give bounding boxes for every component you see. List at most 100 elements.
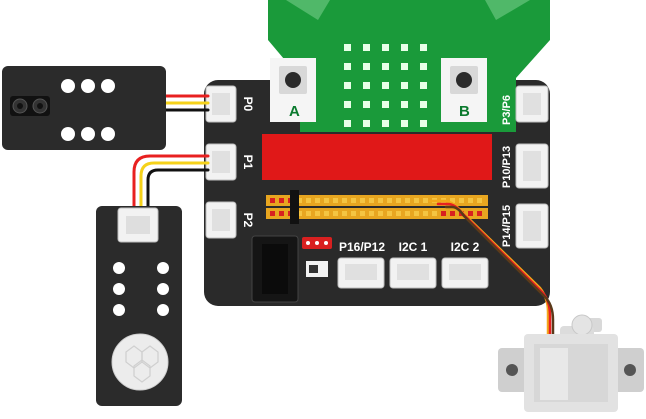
- port-connector-p1[interactable]: [205, 143, 237, 181]
- header-pin: [369, 198, 374, 203]
- red-strip: [262, 134, 492, 180]
- led: [401, 82, 408, 89]
- header-pin: [432, 211, 437, 216]
- header-pin: [306, 211, 311, 216]
- led: [344, 63, 351, 70]
- microbit: A B: [268, 0, 550, 132]
- port-connector-i2c-2[interactable]: [441, 257, 489, 289]
- led: [420, 82, 427, 89]
- header-pin: [387, 211, 392, 216]
- led: [344, 82, 351, 89]
- header-pin: [297, 211, 302, 216]
- header-pin: [324, 198, 329, 203]
- port-label-i2c-2: I2C 2: [451, 240, 480, 254]
- port-connector-p10-p13[interactable]: [515, 143, 549, 189]
- header-pin: [450, 198, 455, 203]
- button-b-label: B: [459, 103, 470, 120]
- line-tracking-sensor-icon: [2, 66, 166, 150]
- led: [401, 63, 408, 70]
- header-pin: [387, 198, 392, 203]
- flame-sensor-icon: [96, 206, 182, 406]
- header-pin: [378, 211, 383, 216]
- button-b[interactable]: B: [441, 58, 487, 122]
- header-pin: [324, 211, 329, 216]
- led: [420, 63, 427, 70]
- led: [363, 82, 370, 89]
- header-pin: [270, 211, 275, 216]
- power-switch[interactable]: [306, 261, 328, 277]
- jumper-cap: [290, 190, 299, 224]
- header-pin: [315, 198, 320, 203]
- port-label-p10-p13: P10/P13: [501, 146, 513, 188]
- button-a[interactable]: A: [270, 58, 316, 122]
- servo-motor-icon: [498, 314, 644, 412]
- header-pin: [360, 198, 365, 203]
- port-connector-i2c-1[interactable]: [389, 257, 437, 289]
- header-pin: [459, 198, 464, 203]
- header-pin: [414, 211, 419, 216]
- led: [382, 44, 389, 51]
- port-label-p16-p12: P16/P12: [339, 240, 385, 254]
- header-pin: [270, 198, 275, 203]
- port-connector-p14-p15[interactable]: [515, 203, 549, 249]
- header-pin: [468, 211, 473, 216]
- header-pin: [306, 198, 311, 203]
- port-label-p0: P0: [241, 97, 255, 112]
- led: [382, 120, 389, 127]
- led: [401, 44, 408, 51]
- header-pin: [279, 211, 284, 216]
- header-pin: [414, 198, 419, 203]
- header-pin: [333, 198, 338, 203]
- led: [363, 101, 370, 108]
- led: [382, 63, 389, 70]
- port-connector-p0[interactable]: [205, 85, 237, 123]
- led: [363, 44, 370, 51]
- led: [382, 82, 389, 89]
- header-pin: [360, 211, 365, 216]
- header-pin: [441, 211, 446, 216]
- header-pin: [342, 198, 347, 203]
- header-pin: [405, 211, 410, 216]
- port-label-p14-p15: P14/P15: [501, 205, 513, 247]
- port-connector-p2[interactable]: [205, 201, 237, 239]
- led: [344, 44, 351, 51]
- header-pin: [396, 211, 401, 216]
- led: [344, 101, 351, 108]
- wire-p1: [132, 154, 210, 218]
- port-label-p2: P2: [241, 213, 255, 228]
- header-pin: [369, 211, 374, 216]
- header-pin: [405, 198, 410, 203]
- power-jack-icon: [251, 235, 299, 303]
- header-pin: [423, 211, 428, 216]
- led: [382, 101, 389, 108]
- header-pin: [477, 211, 482, 216]
- led: [401, 101, 408, 108]
- header-pin: [423, 198, 428, 203]
- header-pin: [477, 198, 482, 203]
- header-pin: [315, 211, 320, 216]
- port-label-p3-p6: P3/P6: [501, 95, 513, 125]
- led: [420, 101, 427, 108]
- header-pin: [351, 198, 356, 203]
- led: [344, 120, 351, 127]
- led: [420, 44, 427, 51]
- header-pin: [351, 211, 356, 216]
- header-pin: [468, 198, 473, 203]
- header-pin: [378, 198, 383, 203]
- led: [363, 120, 370, 127]
- port-label-i2c-1: I2C 1: [399, 240, 428, 254]
- port-label-p1: P1: [241, 155, 255, 170]
- header-pin: [450, 211, 455, 216]
- header-pin: [297, 198, 302, 203]
- led-matrix: [344, 44, 427, 127]
- port-connector-p16-p12[interactable]: [337, 257, 385, 289]
- header-pin: [342, 211, 347, 216]
- port-connector-p3-p6[interactable]: [515, 85, 549, 123]
- header-pin: [396, 198, 401, 203]
- pin-header: [266, 190, 488, 249]
- led: [401, 120, 408, 127]
- wire-p0: [164, 94, 210, 112]
- wire-servo: [428, 199, 555, 337]
- led: [420, 120, 427, 127]
